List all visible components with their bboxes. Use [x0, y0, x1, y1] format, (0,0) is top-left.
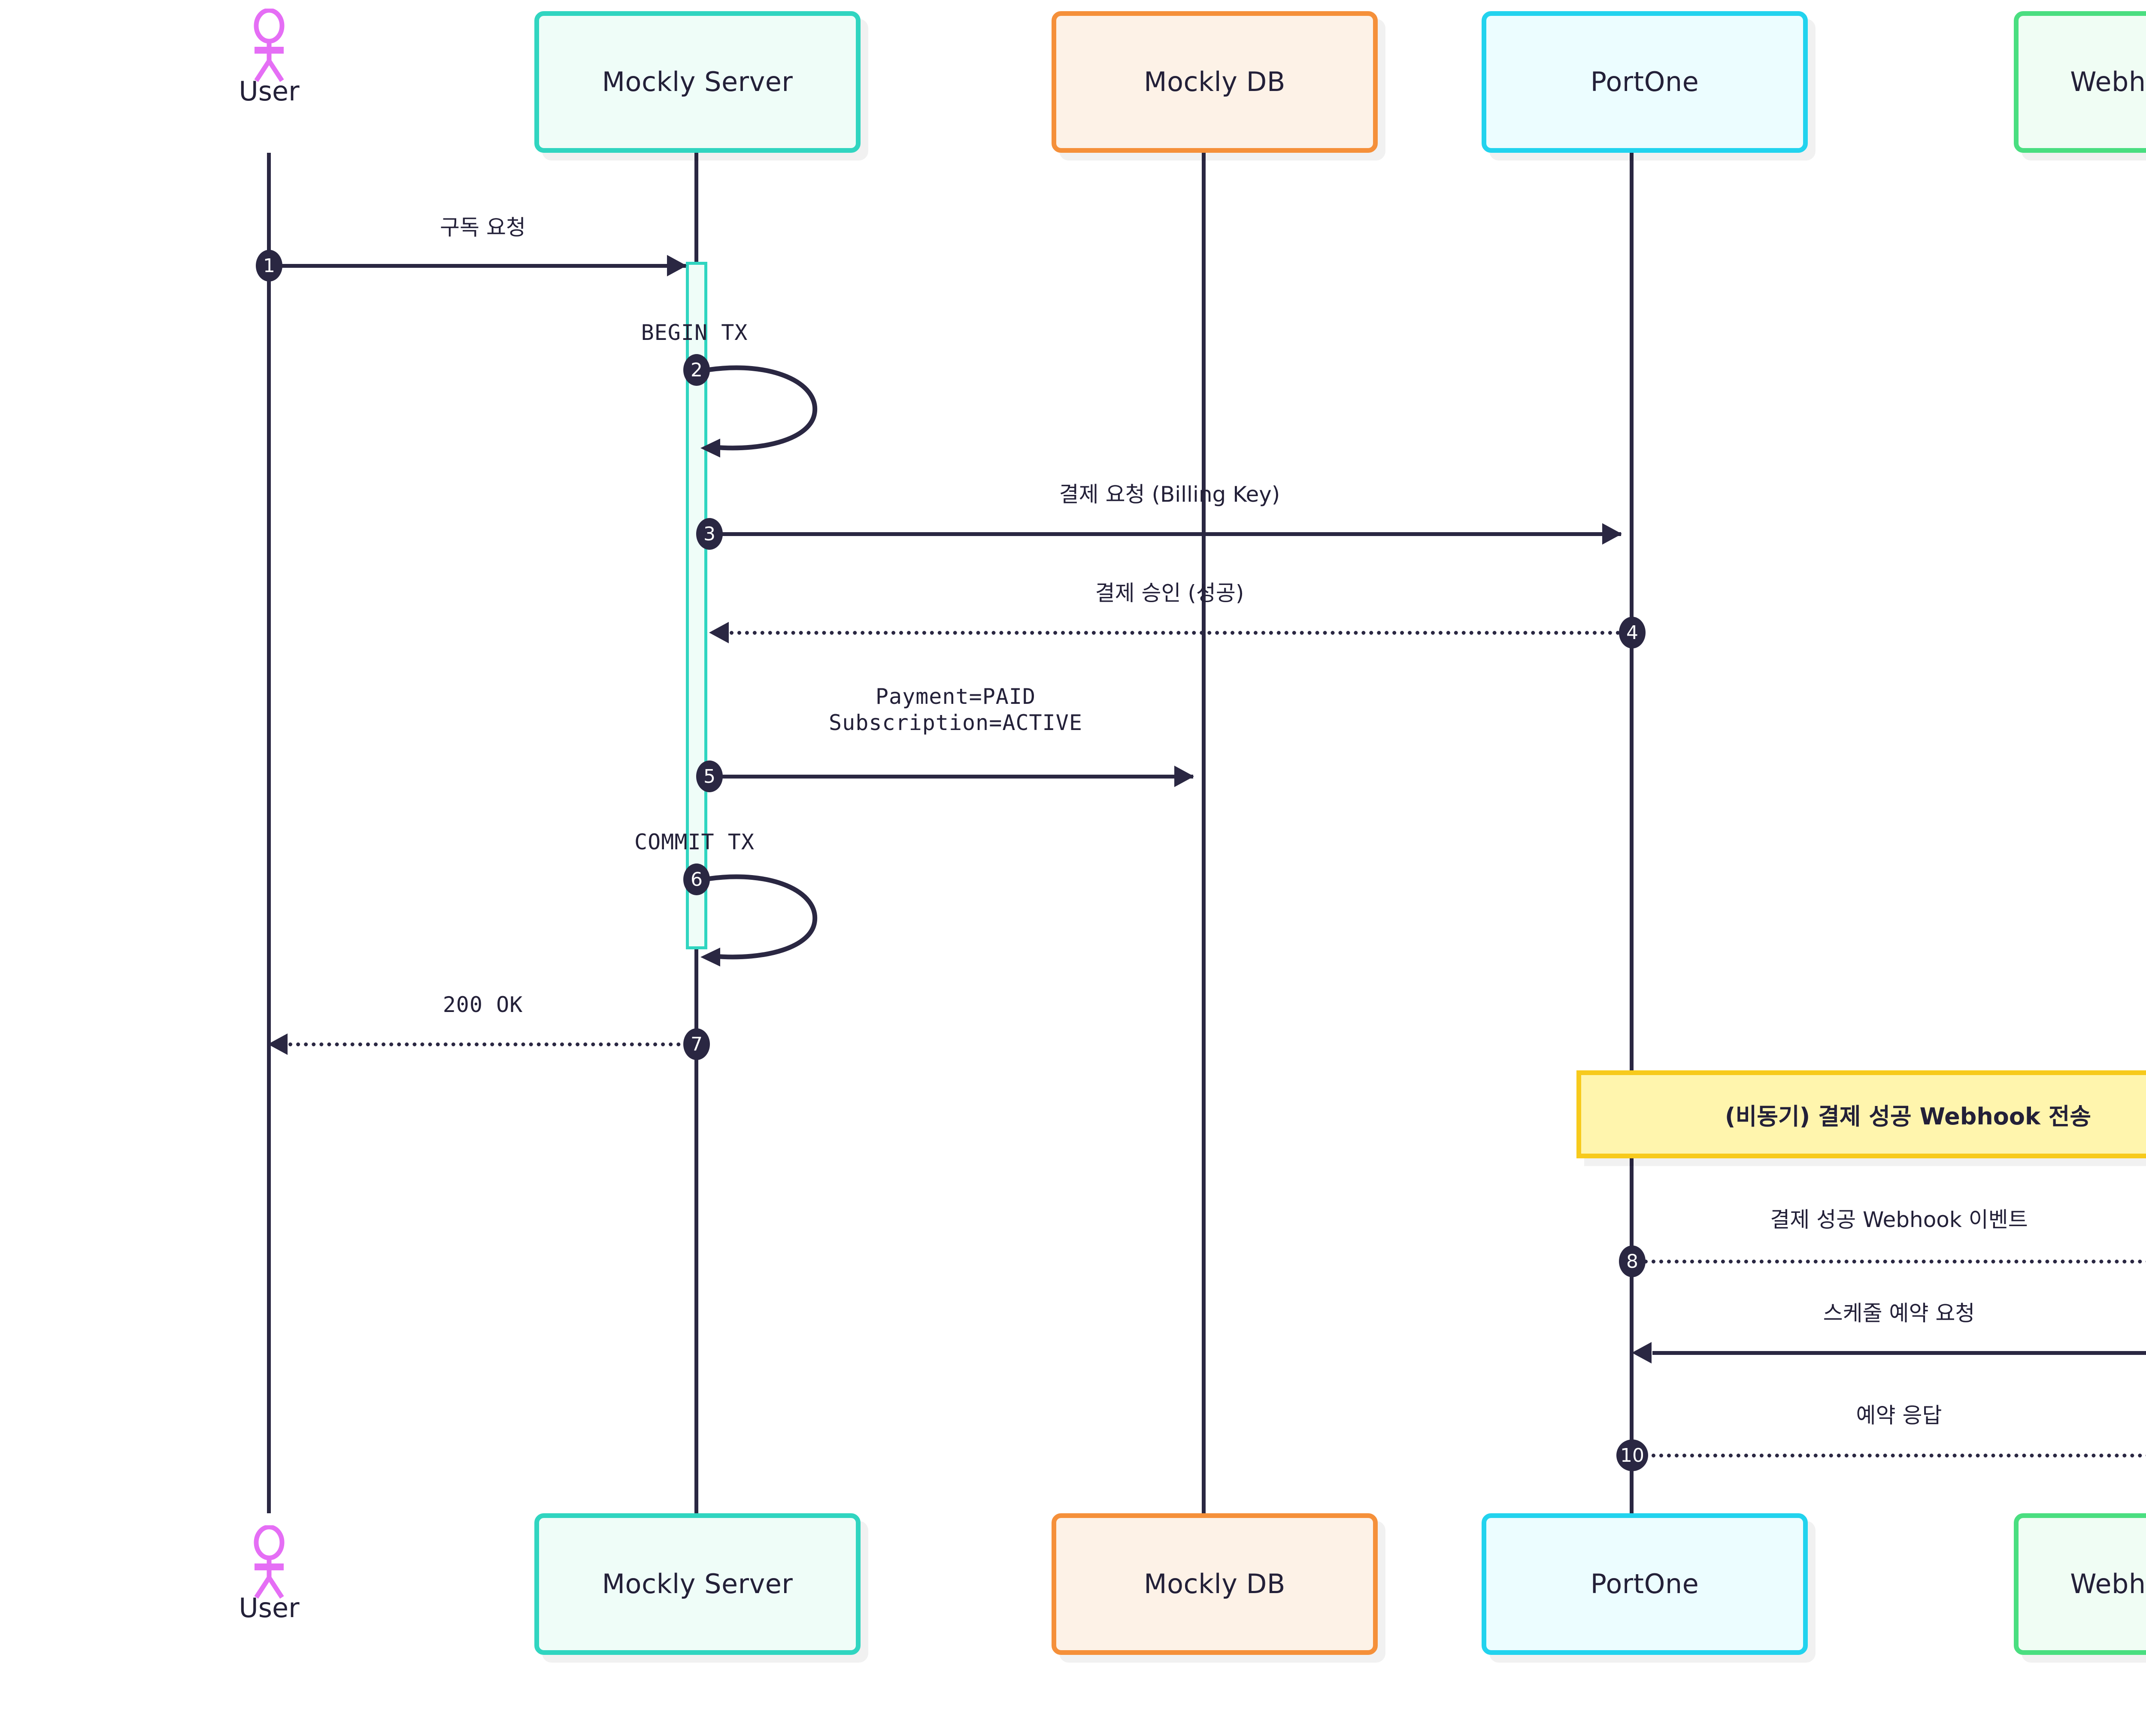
message-line	[1652, 1351, 2146, 1355]
sequence-number-6: 6	[683, 863, 710, 895]
arrowhead-right-icon	[1174, 766, 1194, 787]
message-1-label: 구독 요청	[440, 215, 526, 240]
message-9-label: 스케줄 예약 요청	[1823, 1301, 1975, 1326]
sequence-number-10: 10	[1616, 1439, 1648, 1471]
message-2-label: BEGIN TX	[641, 320, 748, 345]
sequence-number-5: 5	[696, 760, 723, 792]
message-6-selfloop	[700, 874, 827, 969]
lifeline-user	[267, 153, 271, 1513]
arrowhead-right-icon	[1602, 523, 1622, 545]
participant-portone-bottom[interactable]: PortOne	[1482, 1513, 1808, 1655]
participant-webhook-top[interactable]: Webhook Handler	[2014, 11, 2146, 153]
lifeline-portone	[1630, 153, 1634, 1513]
sequence-number-8: 8	[1619, 1245, 1646, 1277]
message-10-label: 예약 응답	[1856, 1403, 1942, 1428]
participant-user-bottom-label: User	[239, 1592, 300, 1624]
arrowhead-left-icon	[268, 1033, 288, 1055]
participant-user-top-label: User	[239, 76, 300, 107]
participant-user-top[interactable]: User	[226, 8, 312, 107]
message-line	[1644, 1454, 2146, 1457]
message-6-label: COMMIT TX	[634, 830, 755, 854]
arrowhead-left-icon	[1632, 1342, 1652, 1363]
arrowhead-right-icon	[667, 255, 687, 276]
participant-portone-bottom-label: PortOne	[1590, 1568, 1699, 1600]
participant-db-bottom-label: Mockly DB	[1144, 1568, 1285, 1600]
participant-portone-top-label: PortOne	[1590, 66, 1699, 98]
participant-webhook-bottom-label: Webhook Handler	[2070, 1568, 2146, 1600]
participant-server-bottom-label: Mockly Server	[602, 1568, 793, 1600]
participant-server-top[interactable]: Mockly Server	[534, 11, 861, 153]
message-line	[709, 532, 1621, 536]
message-4-label: 결제 승인 (성공)	[1095, 581, 1244, 606]
message-line	[1644, 1260, 2146, 1263]
message-2-selfloop	[700, 365, 827, 460]
message-line	[288, 1042, 696, 1046]
participant-webhook-bottom[interactable]: Webhook Handler	[2014, 1513, 2146, 1655]
message-line	[709, 775, 1193, 779]
participant-db-top[interactable]: Mockly DB	[1052, 11, 1378, 153]
actor-icon	[254, 1524, 285, 1599]
participant-db-bottom[interactable]: Mockly DB	[1052, 1513, 1378, 1655]
participant-user-bottom[interactable]: User	[226, 1524, 312, 1624]
message-line	[730, 631, 1620, 635]
sequence-number-7: 7	[683, 1028, 710, 1060]
message-3-label: 결제 요청 (Billing Key)	[1059, 482, 1280, 507]
arrowhead-left-icon	[709, 622, 729, 643]
participant-webhook-top-label: Webhook Handler	[2070, 66, 2146, 98]
actor-icon	[254, 8, 285, 82]
participant-portone-top[interactable]: PortOne	[1482, 11, 1808, 153]
message-8-label: 결제 성공 Webhook 이벤트	[1770, 1207, 2028, 1232]
participant-server-bottom[interactable]: Mockly Server	[534, 1513, 861, 1655]
sequence-number-3: 3	[696, 518, 723, 550]
note-async-webhook-text: (비동기) 결제 성공 Webhook 전송	[1725, 1103, 2091, 1130]
participant-server-top-label: Mockly Server	[602, 66, 793, 98]
note-async-webhook: (비동기) 결제 성공 Webhook 전송	[1576, 1070, 2146, 1158]
sequence-number-4: 4	[1619, 617, 1646, 648]
sequence-number-2: 2	[683, 354, 710, 386]
message-line	[269, 264, 686, 268]
lifeline-db	[1202, 153, 1206, 1513]
sequence-number-1: 1	[256, 250, 282, 282]
message-5-label: Payment=PAID Subscription=ACTIVE	[829, 684, 1082, 735]
participant-db-top-label: Mockly DB	[1144, 66, 1285, 98]
message-7-label: 200 OK	[443, 992, 523, 1017]
